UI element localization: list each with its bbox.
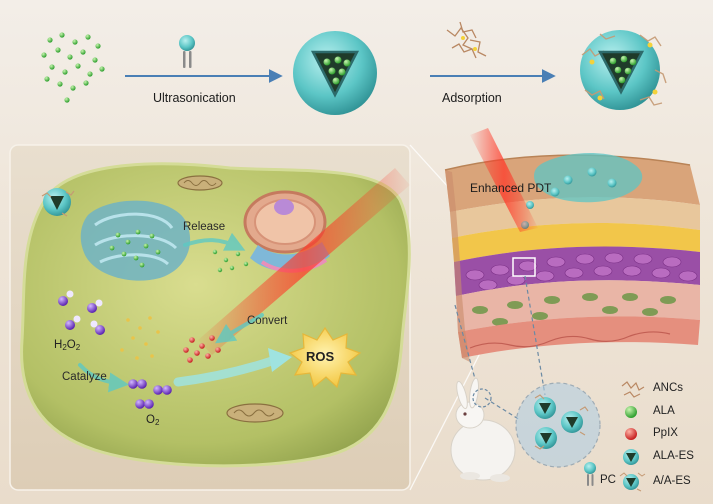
label-ros: ROS [306, 349, 335, 364]
legend-label-pc: PC [600, 474, 616, 486]
legend-label-ppix: PpIX [653, 427, 678, 439]
o2-molecules [128, 379, 172, 409]
arrow-catalyze [78, 363, 129, 393]
label-catalyze: Catalyze [62, 371, 107, 383]
ancs-cluster [446, 21, 487, 59]
ala-particles-cluster [41, 32, 105, 103]
h2o2-molecules [58, 290, 105, 335]
released-ala-cluster [109, 229, 249, 273]
label-enhanced-pdt: Enhanced PDT [470, 181, 552, 195]
label-release: Release [183, 221, 226, 233]
ros-burst [288, 326, 362, 389]
aa-es-small-vesicle [41, 188, 75, 217]
ppix-cluster [183, 335, 221, 363]
zoom-dash-2 [524, 275, 546, 396]
mitochondrion-top [177, 175, 223, 191]
legend-aa-es-vesicle-icon [619, 472, 646, 492]
zoom-dash-3 [484, 397, 521, 421]
arrow-convert [215, 313, 264, 344]
mitochondrion-bottom [226, 403, 284, 423]
ancs-dots [120, 316, 160, 360]
legend-label-ala: ALA [653, 405, 675, 417]
legend-ala-es-vesicle-icon [623, 449, 639, 465]
label-o2: O2 [146, 414, 160, 427]
legend-ala-sphere-icon [625, 406, 637, 418]
arrow-release [183, 232, 246, 251]
zoom-dash-1 [454, 304, 479, 391]
legend-ancs-icon [621, 381, 645, 398]
label-adsorption: Adsorption [442, 91, 502, 105]
label-ultrasonication: Ultrasonication [153, 91, 236, 105]
legend-label-ala-es: ALA-ES [653, 450, 694, 462]
laser-beam-cell [198, 168, 410, 355]
legend-label-aa-es: A/A-ES [653, 475, 691, 487]
pc-lipid-icon [179, 35, 195, 68]
legend-label-ancs: ANCs [653, 382, 684, 394]
gel-patch-vesicles [521, 167, 617, 229]
label-h2o2: H2O2 [54, 339, 81, 352]
laser-beam-skin [470, 128, 538, 232]
golgi-organelle [80, 200, 191, 281]
ala-es-vesicle [293, 31, 377, 115]
gel-patch [534, 152, 643, 203]
arrow-to-ros [173, 355, 280, 387]
label-convert: Convert [247, 315, 288, 327]
rabbit-illustration [450, 377, 516, 482]
legend-ppix-sphere-icon [625, 428, 637, 440]
arrow-to-ros-head [268, 348, 292, 372]
magnified-view [515, 382, 601, 468]
legend-pc-icon [584, 462, 596, 486]
aa-es-vesicle [580, 30, 667, 110]
